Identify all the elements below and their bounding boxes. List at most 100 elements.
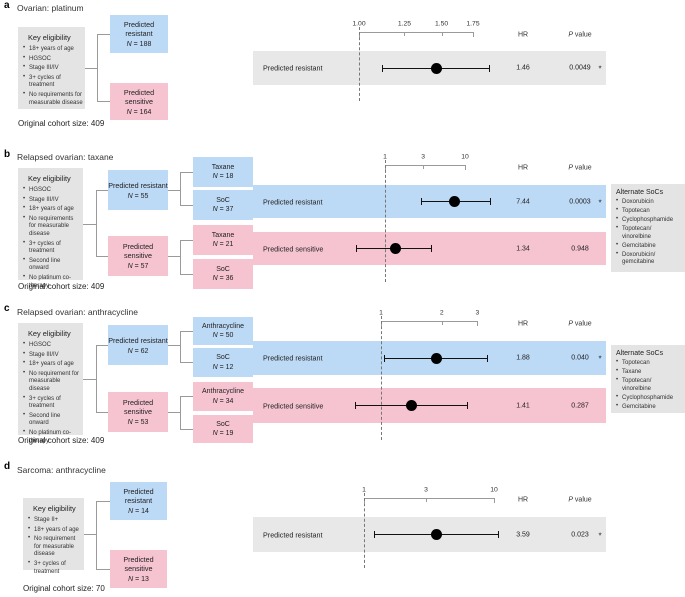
- connector-line: [96, 501, 97, 570]
- x-axis-tick: [441, 32, 443, 36]
- p-value: 0.023: [571, 531, 589, 538]
- key-eligibility-box: Key eligibility 18+ years of ageHGSOCSta…: [18, 27, 85, 109]
- ci-cap-high: [488, 64, 490, 72]
- x-axis-line: [385, 165, 465, 166]
- ci-cap-low: [382, 64, 384, 72]
- group-label: Predicted resistant: [108, 335, 168, 345]
- x-axis-tick-label: 10: [490, 486, 498, 494]
- hr-value: 1.88: [516, 354, 530, 362]
- hr-value: 3.59: [516, 531, 530, 538]
- x-axis-tick: [423, 165, 425, 169]
- x-axis-tick-label: 1.50: [434, 20, 449, 28]
- pvalue-column-header: P value: [568, 496, 592, 504]
- group-label: Predicted sensitive: [122, 398, 154, 416]
- hr-column-header: HR: [517, 320, 529, 328]
- predicted-sensitive-box: Predicted sensitive N = 13: [110, 550, 167, 588]
- subgroup-anthracycline-box: Anthracycline N = 50: [193, 317, 253, 345]
- list-item: 3+ cycles of treatment: [23, 240, 81, 256]
- x-axis-tick-label: 1: [383, 153, 387, 161]
- hr-column-header: HR: [517, 164, 529, 172]
- list-item: HGSOC: [23, 341, 81, 350]
- predicted-resistant-box: Predicted resistant N = 62: [108, 325, 168, 365]
- list-item: Cyclophosphamide: [616, 394, 682, 403]
- key-eligibility-title: Key eligibility: [28, 329, 71, 338]
- key-eligibility-box: Key eligibility HGSOCStage III/IV18+ yea…: [18, 323, 83, 444]
- list-item: Topotecan: [616, 207, 682, 216]
- key-eligibility-list: HGSOCStage III/IV18+ years of ageNo requ…: [23, 341, 81, 445]
- key-eligibility-title: Key eligibility: [28, 33, 71, 42]
- subgroup-label: SoC: [216, 420, 230, 428]
- list-item: Stage III/IV: [23, 351, 81, 360]
- ci-cap-high: [467, 402, 469, 409]
- panel-letter-b: b: [4, 149, 11, 160]
- list-item: 18+ years of age: [28, 526, 82, 535]
- subgroup-taxane-box: Taxane N = 21: [193, 225, 253, 255]
- p-value: 0.0003: [569, 198, 591, 205]
- connector-line: [83, 224, 96, 225]
- cohort-size-note: Original cohort size: 409: [18, 119, 105, 128]
- hr-point: [430, 529, 442, 540]
- subgroup-anthracycline-box: Anthracycline N = 34: [193, 382, 253, 411]
- x-axis-line: [364, 498, 494, 499]
- panel-letter-a: a: [4, 0, 10, 11]
- list-item: Second line onward: [23, 257, 81, 273]
- key-eligibility-list: HGSOCStage III/IV18+ years of ageNo requ…: [23, 186, 81, 290]
- alternate-socs-title: Alternate SoCs: [616, 350, 664, 357]
- forest-row-label: Predicted resistant: [263, 63, 323, 73]
- subgroup-label: Taxane: [211, 231, 235, 239]
- group-n: N = 55: [127, 192, 149, 200]
- x-axis-tick: [441, 321, 443, 325]
- connector-line: [180, 331, 193, 332]
- list-item: 3+ cycles of treatment: [23, 395, 81, 411]
- hr-value: 1.46: [516, 64, 530, 72]
- group-label: Predicted resistant: [123, 487, 154, 505]
- panel-letter-c: c: [4, 303, 10, 314]
- predicted-resistant-box: Predicted resistant N = 14: [110, 482, 167, 520]
- panel-title-b: Relapsed ovarian: taxane: [17, 152, 114, 162]
- group-n: N = 14: [128, 508, 149, 515]
- group-label: Predicted resistant: [108, 180, 168, 190]
- list-item: HGSOC: [23, 55, 83, 64]
- connector-line: [180, 396, 181, 430]
- hr-value: 1.41: [516, 402, 530, 409]
- connector-line: [180, 172, 193, 173]
- ci-cap-low: [356, 245, 358, 252]
- forest-row-label: Predicted resistant: [263, 530, 323, 539]
- connector-line: [96, 569, 110, 570]
- panel-title-c: Relapsed ovarian: anthracycline: [17, 307, 138, 317]
- ci-cap-low: [354, 402, 356, 409]
- ci-cap-high: [489, 198, 491, 205]
- p-value: 0.0049: [569, 64, 591, 72]
- x-axis-tick-label: 3: [475, 309, 480, 317]
- list-item: No requirement for measurable disease: [28, 535, 82, 559]
- subgroup-soc-box: SoC N = 36: [193, 259, 253, 289]
- ci-cap-high: [497, 531, 499, 538]
- group-n: N = 188: [126, 41, 152, 48]
- x-axis-tick: [472, 32, 474, 37]
- p-value: 0.040: [571, 354, 589, 362]
- predicted-sensitive-box: Predicted sensitive N = 53: [108, 392, 168, 432]
- connector-line: [180, 240, 181, 275]
- cohort-size-note: Original cohort size: 70: [23, 584, 105, 593]
- hr-point: [449, 196, 461, 207]
- list-item: HGSOC: [23, 186, 81, 195]
- connector-line: [84, 534, 96, 535]
- connector-line: [168, 345, 180, 346]
- connector-line: [96, 190, 97, 257]
- key-eligibility-list: 18+ years of ageHGSOCStage III/IV3+ cycl…: [23, 45, 83, 107]
- subgroup-n: N = 37: [212, 206, 234, 214]
- significance-marker: *: [598, 64, 602, 74]
- hr-point: [430, 352, 442, 364]
- connector-line: [180, 396, 193, 397]
- x-axis-tick-label: 1.25: [397, 20, 412, 28]
- pvalue-column-header: P value: [568, 164, 592, 172]
- list-item: Doxorubicin/ gemcitabine: [616, 251, 682, 267]
- cohort-size-note: Original cohort size: 409: [18, 436, 105, 445]
- key-eligibility-box: Key eligibility Stage II+18+ years of ag…: [23, 498, 84, 575]
- group-label: Predicted sensitive: [122, 242, 154, 260]
- connector-line: [180, 331, 181, 363]
- connector-line: [180, 205, 193, 206]
- panel-letter-d: d: [4, 461, 11, 472]
- connector-line: [96, 345, 108, 346]
